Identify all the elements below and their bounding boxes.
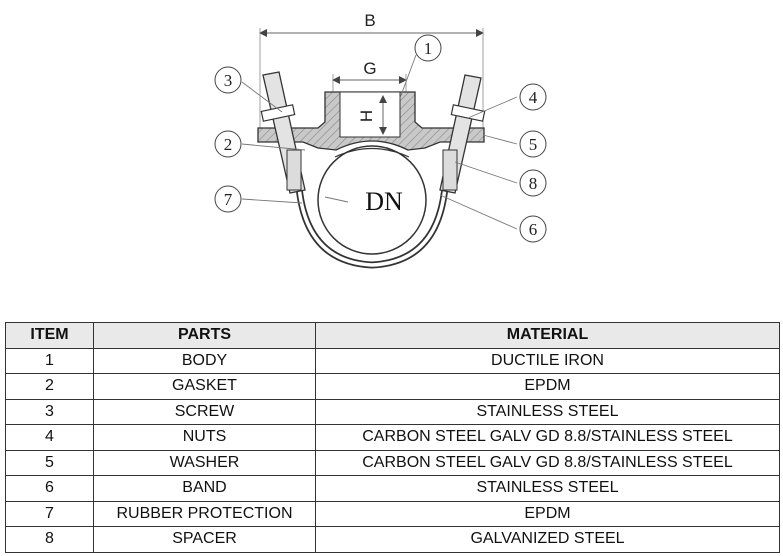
table-header-row: ITEM PARTS MATERIAL [5,322,780,349]
item-cell: 5 [5,449,94,476]
part-cell: GASKET [93,373,316,400]
clamp-drawing: B G H DN [214,11,547,269]
callout-5: 5 [519,130,547,158]
svg-text:6: 6 [529,220,538,239]
leader-lines [241,54,518,230]
material-cell: DUCTILE IRON [315,347,780,374]
callout-4: 4 [519,83,547,111]
material-cell: CARBON STEEL GALV GD 8.8/STAINLESS STEEL [315,449,780,476]
svg-text:1: 1 [424,39,433,58]
left-screw [260,71,306,194]
material-cell: GALVANIZED STEEL [315,526,780,553]
part-cell: BODY [93,347,316,374]
dimension-g: G [332,59,407,95]
item-cell: 1 [5,347,94,374]
item-cell: 6 [5,475,94,502]
callout-1: 1 [414,34,442,62]
svg-text:7: 7 [224,190,233,209]
table-row: 7 RUBBER PROTECTION EPDM [5,500,780,527]
callout-3: 3 [214,66,242,94]
material-cell: CARBON STEEL GALV GD 8.8/STAINLESS STEEL [315,424,780,451]
pipe: DN [317,145,427,255]
table-row: 3 SCREW STAINLESS STEEL [5,398,780,425]
table-row: 4 NUTS CARBON STEEL GALV GD 8.8/STAINLES… [5,424,780,451]
table-row: 2 GASKET EPDM [5,373,780,400]
material-cell: EPDM [315,500,780,527]
svg-text:2: 2 [224,135,233,154]
part-cell: BAND [93,475,316,502]
item-cell: 7 [5,500,94,527]
table-row: 5 WASHER CARBON STEEL GALV GD 8.8/STAINL… [5,449,780,476]
table-row: 8 SPACER GALVANIZED STEEL [5,526,780,553]
svg-text:3: 3 [224,71,233,90]
item-cell: 8 [5,526,94,553]
callout-6: 6 [519,215,547,243]
material-cell: EPDM [315,373,780,400]
svg-text:4: 4 [529,88,538,107]
table-row: 1 BODY DUCTILE IRON [5,347,780,374]
svg-text:5: 5 [529,135,538,154]
item-cell: 2 [5,373,94,400]
callout-8: 8 [519,169,547,197]
item-cell: 3 [5,398,94,425]
part-cell: NUTS [93,424,316,451]
band [290,149,454,269]
part-cell: RUBBER PROTECTION [93,500,316,527]
svg-text:8: 8 [529,174,538,193]
header-parts: PARTS [93,322,316,349]
part-cell: SCREW [93,398,316,425]
dimension-h-label: H [357,110,376,122]
callout-2: 2 [214,130,242,158]
clamp-body [257,91,485,151]
header-item: ITEM [5,322,94,349]
pipe-dn-label: DN [365,187,403,216]
dimension-b-label: B [364,11,375,30]
callout-7: 7 [214,185,242,213]
part-cell: SPACER [93,526,316,553]
material-cell: STAINLESS STEEL [315,398,780,425]
item-cell: 4 [5,424,94,451]
parts-table: ITEM PARTS MATERIAL 1 BODY DUCTILE IRON … [5,322,780,553]
header-material: MATERIAL [315,322,780,349]
dimension-h: H [357,95,387,135]
dimension-g-label: G [363,59,376,78]
right-screw [439,74,486,194]
material-cell: STAINLESS STEEL [315,475,780,502]
table-row: 6 BAND STAINLESS STEEL [5,475,780,502]
part-cell: WASHER [93,449,316,476]
dimension-b: B [259,11,484,130]
